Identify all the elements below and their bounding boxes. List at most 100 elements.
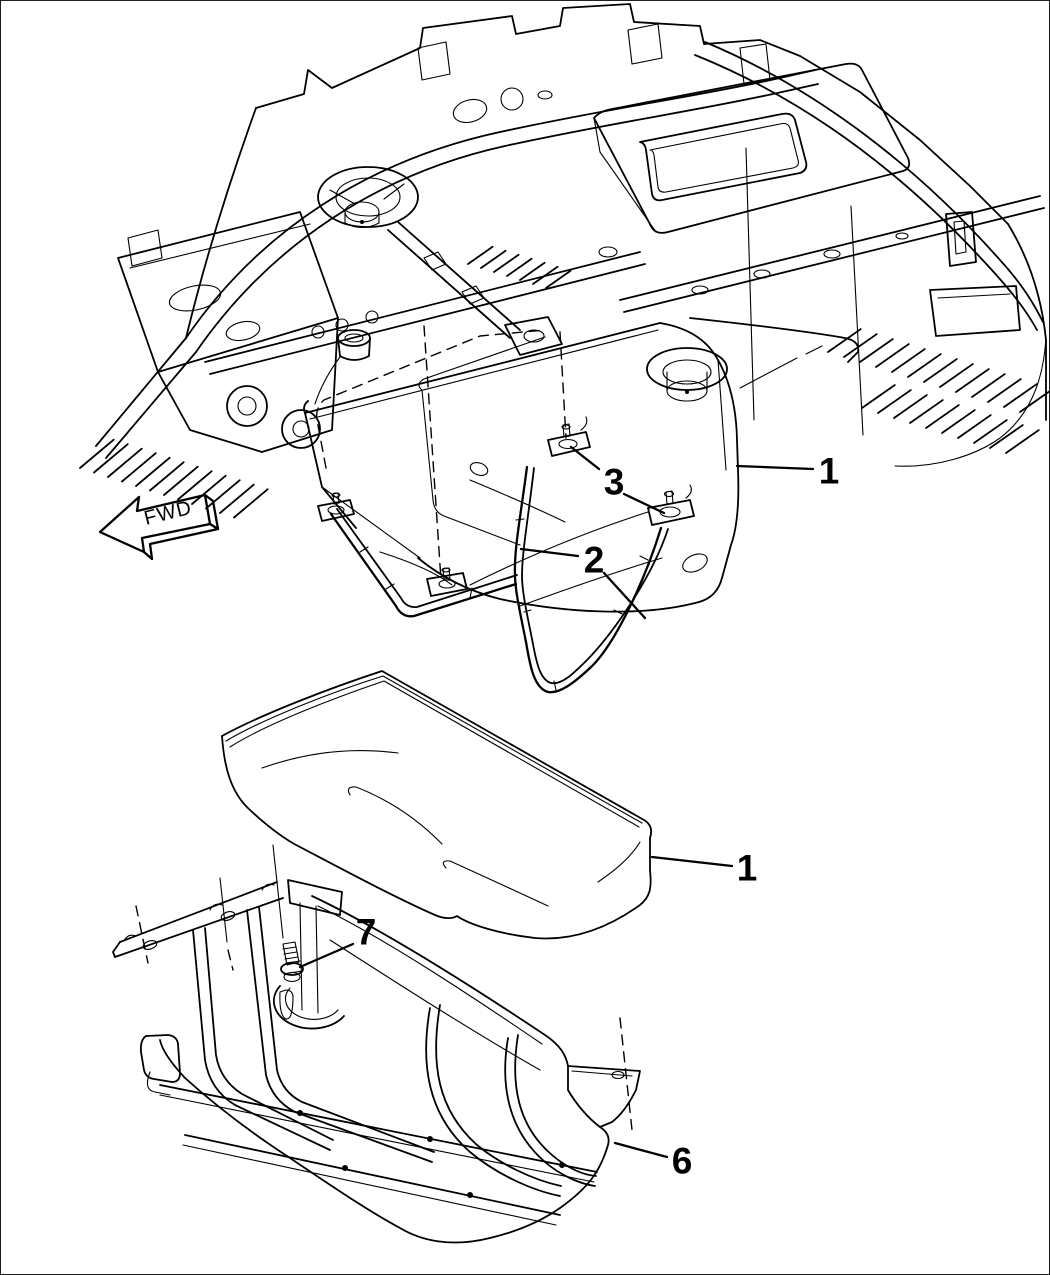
hatch-stroke xyxy=(844,334,877,357)
callout-fuel-tank-installed: 1 xyxy=(737,451,839,492)
hatch-stroke xyxy=(533,267,558,284)
hatch-stroke xyxy=(860,339,893,362)
tank2-bottom-edge xyxy=(300,838,651,938)
tank-top-edge-outer xyxy=(305,323,660,413)
fuel-tank-installed xyxy=(304,323,738,612)
plate-rail xyxy=(185,1135,560,1215)
strap-bracket xyxy=(648,500,694,525)
flange-hole xyxy=(220,910,236,922)
plate-right-tab xyxy=(568,1066,640,1127)
hatch-stroke xyxy=(894,395,927,418)
tank-contour xyxy=(380,552,452,585)
plate-front-scoop-inner xyxy=(285,988,338,1019)
hatch-stroke xyxy=(150,462,184,490)
strap-bolt-head xyxy=(442,568,450,572)
hatch-stroke xyxy=(468,247,493,264)
callout-label-1: 1 xyxy=(819,451,840,492)
bolt-axis-line xyxy=(273,845,283,938)
underbody-floor-pan xyxy=(80,4,1050,518)
brace-pad-hole xyxy=(524,330,544,342)
cargo-box xyxy=(594,64,909,233)
leader-line xyxy=(652,857,732,866)
strap-bolt-stub xyxy=(666,491,673,504)
hatch-stroke xyxy=(108,449,142,477)
hatch-stroke xyxy=(926,405,959,428)
slot-bracket-slot xyxy=(954,221,966,254)
strap-alignment-dashed xyxy=(560,332,566,438)
panel-slot xyxy=(740,44,770,84)
quarter-rail-outer xyxy=(705,42,1043,322)
body-sill-inner xyxy=(196,84,818,352)
leader-line xyxy=(615,1143,667,1157)
strap-bolt-head xyxy=(562,425,570,429)
filler-cap-top-inner xyxy=(345,334,363,342)
right-rail-a xyxy=(620,196,1040,300)
floor-brace-a xyxy=(398,222,520,330)
plate-rib xyxy=(259,907,434,1152)
hatch-stroke xyxy=(876,344,909,367)
strap-rear-ticks xyxy=(516,519,648,690)
floor-edge-right-lower xyxy=(740,346,822,388)
tank2-left-edge xyxy=(222,736,300,847)
hatch-stroke xyxy=(878,390,911,413)
plate-rail xyxy=(160,1085,597,1172)
body-outline-right-edge xyxy=(1008,224,1046,420)
rail-fastener xyxy=(366,311,378,323)
fwd-direction-arrow: FWD xyxy=(100,495,218,559)
hatch-stroke xyxy=(988,379,1021,402)
skid-plate-bolt xyxy=(281,942,303,982)
hatch-stroke xyxy=(136,458,170,486)
callout-label-6: 6 xyxy=(672,1141,693,1182)
tank-flange-hole xyxy=(680,550,710,575)
bolt-head-bottom xyxy=(284,973,300,982)
plate-rib xyxy=(436,1005,561,1186)
hatch-stroke xyxy=(908,354,941,377)
leader-line xyxy=(571,447,599,469)
rail-rivet xyxy=(467,1192,473,1198)
hatch-lines-center xyxy=(468,247,571,288)
plate-rib xyxy=(205,928,333,1140)
hatch-stroke xyxy=(481,251,506,268)
right-rail-b xyxy=(624,208,1044,312)
left-lower-edge-b xyxy=(106,352,196,458)
floor-oval xyxy=(451,96,490,126)
callout-label-3: 3 xyxy=(604,462,625,503)
bolt-flange xyxy=(281,963,303,975)
tank-right-seam xyxy=(718,360,726,470)
floor-right-lower-edge xyxy=(895,336,1046,466)
tank-contour xyxy=(470,512,648,585)
body-mount-cylinder xyxy=(667,372,707,390)
hatch-stroke xyxy=(862,385,895,408)
body-mount-mark xyxy=(685,390,689,394)
cross-rail-a xyxy=(205,252,640,362)
bolt-axis-line xyxy=(220,878,227,942)
fwd-arrow-outline xyxy=(100,495,210,552)
callout-skid-plate-bolt: 7 xyxy=(300,912,376,968)
bolt-axis-dashed xyxy=(228,950,233,970)
strap-front-outer xyxy=(331,514,516,616)
plate-front-scoop xyxy=(274,986,344,1029)
well-hub-top xyxy=(345,202,379,222)
tank2-rim-mid xyxy=(226,676,642,823)
hatch-stroke xyxy=(507,259,532,276)
hatch-stroke xyxy=(494,255,519,272)
bushing-ring-outer xyxy=(227,386,267,426)
plate-bracket-channel xyxy=(300,903,318,1013)
brace-end-pad xyxy=(505,317,562,355)
flange-clips xyxy=(124,884,274,941)
plate-rib xyxy=(515,1035,596,1176)
panel-slot xyxy=(628,24,662,64)
flange-left-tip xyxy=(113,942,120,957)
tank-right-side xyxy=(660,323,738,602)
hatch-stroke xyxy=(910,400,943,423)
tank2-corner-line xyxy=(598,842,640,882)
frame-tab xyxy=(128,230,162,266)
tank-face-hole xyxy=(468,460,489,477)
rail-rivet xyxy=(297,1110,303,1116)
hatch-stroke xyxy=(164,467,198,495)
hatch-stroke xyxy=(940,364,973,387)
hatch-lines-bottom-left xyxy=(80,440,268,518)
plate-rim-outer xyxy=(312,896,568,1066)
hatch-stroke xyxy=(892,349,925,372)
